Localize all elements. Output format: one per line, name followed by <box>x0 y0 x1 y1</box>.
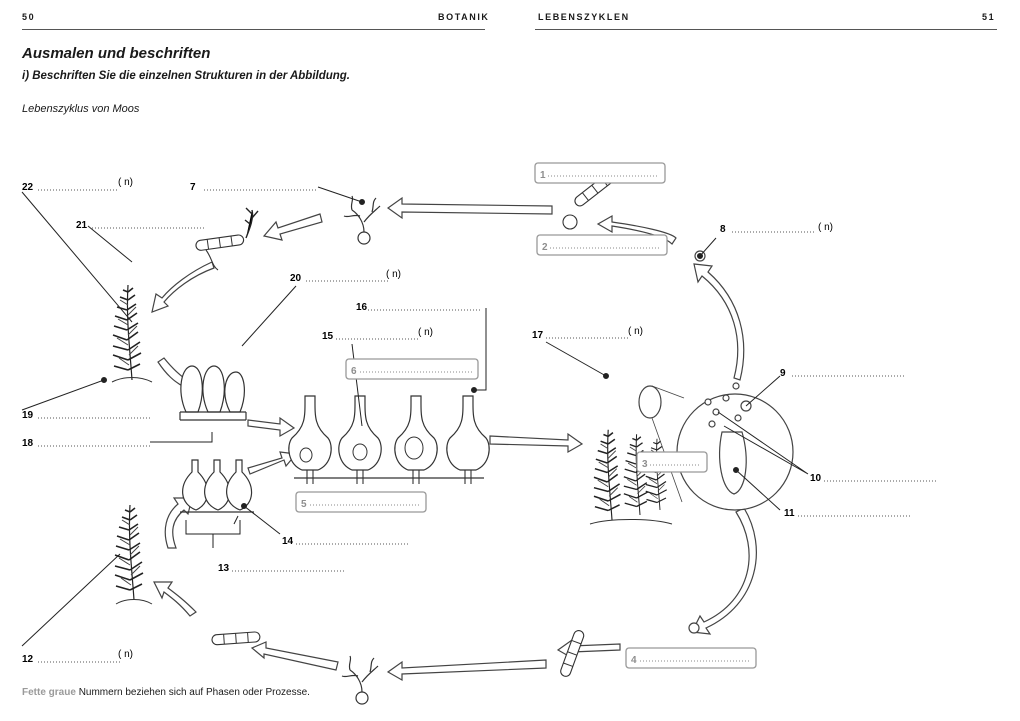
gray-box-dotted-lines <box>310 175 750 662</box>
ploidy-blank-22: ( n) <box>118 177 133 188</box>
label-18: 18 <box>22 438 34 449</box>
right-page-number: 51 <box>982 12 996 22</box>
left-header-rule <box>22 29 485 30</box>
right-section-title: LEBENSZYKLEN <box>538 12 630 22</box>
label-21: 21 <box>76 220 88 231</box>
figure-caption: Lebenszyklus von Moos <box>22 103 140 115</box>
label-19: 19 <box>22 410 34 421</box>
label-22: 22 <box>22 182 34 193</box>
label-13: 13 <box>218 563 230 574</box>
archegonia-cluster <box>180 459 254 513</box>
ploidy-blank-20: ( n) <box>386 269 401 280</box>
protonema-stages <box>194 169 618 705</box>
number-labels: 22 21 7 20 16 15 17 8 9 10 11 19 18 14 1… <box>22 170 822 666</box>
label-15: 15 <box>322 331 334 342</box>
left-page-number: 50 <box>22 12 36 22</box>
phase-label-3: 3 <box>642 459 648 470</box>
ploidy-blanks: ( n) ( n) ( n) ( n) ( n) ( n) <box>118 177 833 660</box>
left-section-title: BOTANIK <box>438 12 490 22</box>
label-11: 11 <box>784 508 795 519</box>
answer-dotted-lines <box>38 189 936 663</box>
gametophyte-fronds <box>111 284 673 605</box>
page-title: Ausmalen und beschriften <box>22 45 211 62</box>
phase-label-2: 2 <box>542 242 548 253</box>
ploidy-blank-17: ( n) <box>628 326 643 337</box>
label-17: 17 <box>532 330 544 341</box>
footer-text: Nummern beziehen sich auf Phasen oder Pr… <box>78 687 310 698</box>
label-14: 14 <box>282 536 294 547</box>
ploidy-blank-8: ( n) <box>818 222 833 233</box>
leader-lines <box>21 186 809 647</box>
cycle-arrows <box>151 196 757 682</box>
phase-label-1: 1 <box>540 170 546 181</box>
phase-label-4: 4 <box>631 655 637 666</box>
footer-bold: Fette graue <box>22 687 76 698</box>
antheridia-cluster <box>179 365 247 421</box>
task-instruction: i) Beschriften Sie die einzelnen Struktu… <box>22 70 351 82</box>
label-10: 10 <box>810 473 822 484</box>
ploidy-blank-12: ( n) <box>118 649 133 660</box>
label-20: 20 <box>290 273 302 284</box>
gray-phase-boxes <box>295 162 757 669</box>
ploidy-blank-15: ( n) <box>418 327 433 338</box>
spore-capsule-detail <box>638 250 794 634</box>
embryo-development <box>288 395 490 485</box>
label-9: 9 <box>780 368 786 379</box>
label-16: 16 <box>356 302 368 313</box>
phase-label-6: 6 <box>351 366 357 377</box>
label-8: 8 <box>720 224 726 235</box>
label-12: 12 <box>22 654 34 665</box>
footer-note: Fette graue Nummern beziehen sich auf Ph… <box>22 687 310 698</box>
label-7: 7 <box>190 182 196 193</box>
right-header-rule <box>535 29 997 30</box>
phase-label-5: 5 <box>301 499 307 510</box>
